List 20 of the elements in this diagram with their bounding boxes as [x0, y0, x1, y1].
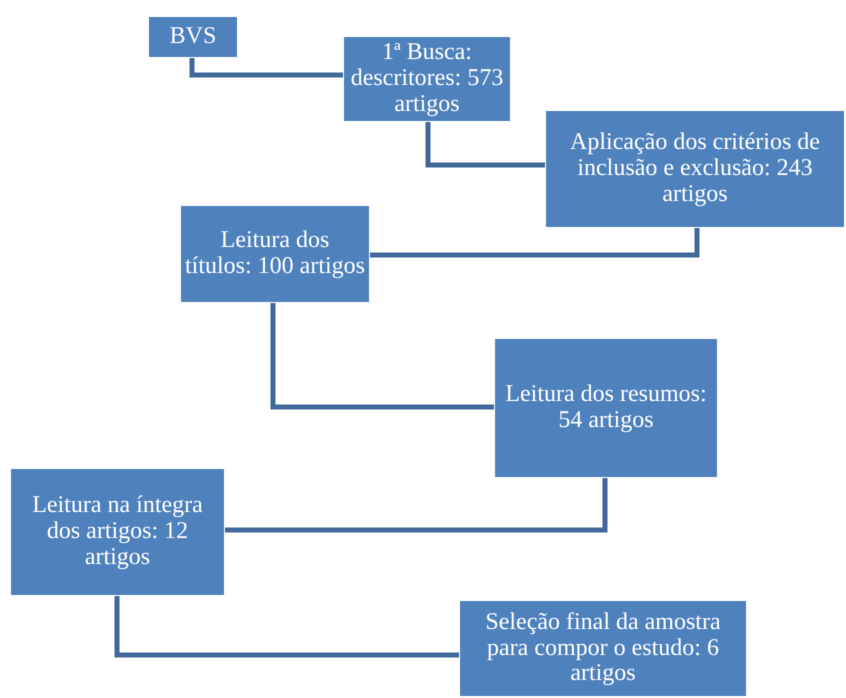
box-text: Leitura na íntegra dos artigos: 12 artigos [31, 493, 204, 571]
process-box [343, 36, 511, 122]
connector-line [114, 596, 459, 658]
process-box [180, 205, 370, 303]
box-text: Seleção final da amostra para compor o estudo: 6 artigos [484, 610, 722, 688]
process-box [10, 468, 225, 596]
connector-line [270, 303, 494, 410]
box-text: 1ª Busca: descritores: 573 artigos [350, 40, 504, 118]
box-text: BVS [170, 24, 216, 50]
box-text: Aplicação dos critérios de inclusão e exclusão: 243 artigos [569, 130, 821, 208]
connector-line [426, 122, 545, 168]
process-box [459, 600, 747, 697]
process-box [494, 338, 718, 478]
process-box [148, 16, 238, 58]
connector-line [225, 478, 608, 532]
box-text: Leitura dos títulos: 100 artigos [185, 228, 365, 280]
connector-line [190, 58, 343, 78]
box-text: Leitura dos resumos: 54 artigos [504, 382, 708, 434]
process-box [545, 110, 845, 228]
connector-line [370, 228, 700, 258]
